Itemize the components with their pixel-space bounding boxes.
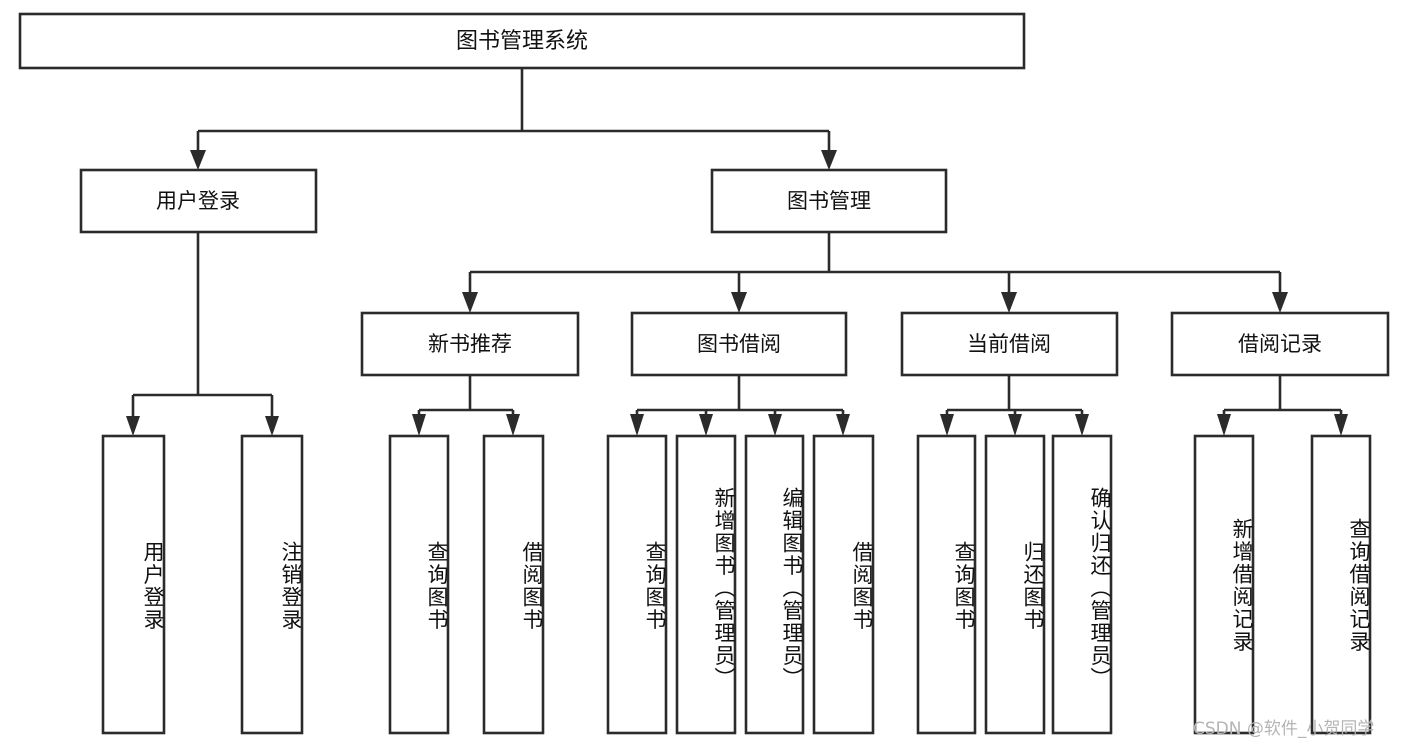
leaf-query-book-2-box[interactable] xyxy=(606,434,668,735)
arrow-head-leaf-edit-book xyxy=(768,414,782,436)
node-book-borrow[interactable]: 图书借阅 xyxy=(630,311,848,377)
arrow-head-book-borrow xyxy=(731,292,747,313)
leaf-user-logout-box[interactable] xyxy=(240,434,304,735)
node-book-manage-label: 图书管理 xyxy=(787,189,871,213)
node-user-login-box[interactable] xyxy=(79,168,318,234)
arrow-head-leaf-return-book xyxy=(1008,414,1022,436)
node-current-borrow-box[interactable] xyxy=(900,311,1119,377)
arrow-head-leaf-add-book xyxy=(699,414,713,436)
arrow-head-leaf-borrow-book-1 xyxy=(506,414,520,436)
arrow-head-leaf-query-book-2 xyxy=(630,414,644,436)
arrow-head-leaf-query-book-1 xyxy=(412,414,426,436)
leaf-query-book-1-box[interactable] xyxy=(388,434,450,735)
arrow-head-leaf-query-book-3 xyxy=(940,414,954,436)
arrow-head-current-borrow xyxy=(1001,292,1017,313)
node-user-login-label: 用户登录 xyxy=(156,189,240,213)
node-new-book-recommend-box[interactable] xyxy=(360,311,580,377)
node-root-box[interactable] xyxy=(18,12,1026,70)
arrow-head-new-book-recommend xyxy=(462,292,478,313)
leaf-query-book-3-box[interactable] xyxy=(916,434,977,735)
arrow-head-leaf-borrow-book-2 xyxy=(836,414,850,436)
leaf-borrow-book-2-box[interactable] xyxy=(812,434,875,735)
node-book-manage-box[interactable] xyxy=(710,168,948,234)
node-current-borrow-label: 当前借阅 xyxy=(967,332,1051,356)
leaf-borrow-book-1-box[interactable] xyxy=(482,434,545,735)
connector-layer xyxy=(126,68,1348,436)
node-book-manage[interactable]: 图书管理 xyxy=(710,168,948,234)
node-borrow-record-label: 借阅记录 xyxy=(1238,332,1322,356)
leaf-add-record-box[interactable] xyxy=(1193,434,1255,735)
arrow-head-user-login xyxy=(190,150,206,170)
node-user-login[interactable]: 用户登录 xyxy=(79,168,318,234)
leaf-box-layer xyxy=(101,434,1372,735)
leaf-confirm-return-box[interactable] xyxy=(1051,434,1113,735)
leaf-add-book-box[interactable] xyxy=(675,434,737,735)
node-new-book-recommend-label: 新书推荐 xyxy=(428,332,512,356)
arrow-head-leaf-add-record xyxy=(1217,414,1231,436)
arrow-head-leaf-confirm-return xyxy=(1075,414,1089,436)
node-root[interactable]: 图书管理系统 xyxy=(18,12,1026,70)
node-book-borrow-label: 图书借阅 xyxy=(697,332,781,356)
leaf-edit-book-box[interactable] xyxy=(744,434,805,735)
arrow-head-leaf-query-record xyxy=(1334,414,1348,436)
node-borrow-record[interactable]: 借阅记录 xyxy=(1170,311,1390,377)
leaf-return-book-box[interactable] xyxy=(984,434,1046,735)
arrow-head-book-manage xyxy=(821,150,837,170)
node-new-book-recommend[interactable]: 新书推荐 xyxy=(360,311,580,377)
node-borrow-record-box[interactable] xyxy=(1170,311,1390,377)
arrow-head-leaf-user-logout xyxy=(265,416,279,436)
leaf-user-login-box[interactable] xyxy=(101,434,166,735)
leaf-query-record-box[interactable] xyxy=(1310,434,1372,735)
node-root-label: 图书管理系统 xyxy=(456,29,588,54)
arrow-head-leaf-user-login xyxy=(126,416,140,436)
node-current-borrow[interactable]: 当前借阅 xyxy=(900,311,1119,377)
arrow-head-borrow-record xyxy=(1272,292,1288,313)
node-book-borrow-box[interactable] xyxy=(630,311,848,377)
